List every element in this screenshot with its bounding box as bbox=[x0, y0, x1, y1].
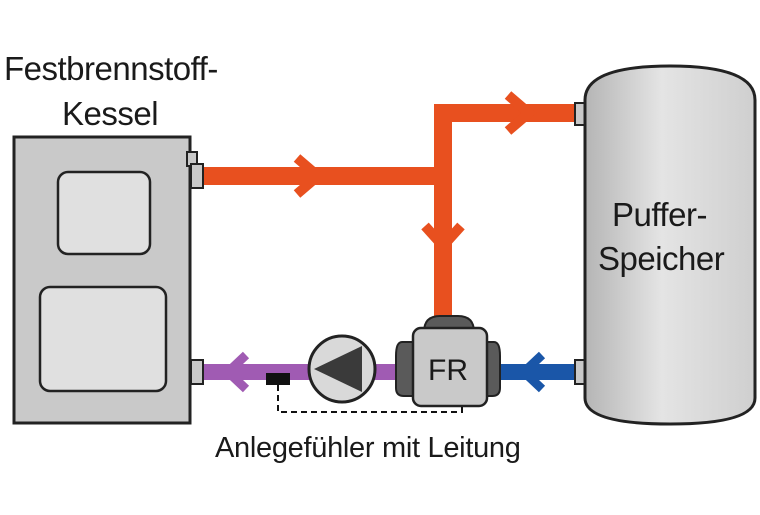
buffer-label-line1: Puffer- bbox=[612, 196, 707, 233]
surface-sensor-icon bbox=[266, 373, 463, 413]
boiler bbox=[12, 135, 204, 425]
mixing-valve-fr bbox=[395, 315, 501, 408]
flow-arrow-icon bbox=[221, 351, 250, 393]
boiler-door-lower bbox=[38, 285, 168, 393]
controller-label: FR bbox=[428, 354, 468, 387]
buffer-label-line2: Speicher bbox=[598, 240, 725, 277]
flow-arrow-icon bbox=[517, 351, 546, 393]
pump-icon bbox=[307, 334, 377, 404]
boiler-label-line1: Festbrennstoff- bbox=[4, 50, 218, 87]
sensor-caption: Anlegefühler mit Leitung bbox=[215, 432, 521, 464]
flow-arrow-icon bbox=[504, 91, 537, 135]
buffer-tank bbox=[574, 64, 757, 426]
flow-arrow-icon bbox=[293, 154, 326, 198]
supply-pipe bbox=[200, 104, 580, 324]
boiler-door-upper bbox=[56, 170, 152, 256]
flow-arrow-icon bbox=[421, 222, 465, 254]
boiler-label-line2: Kessel bbox=[62, 95, 159, 132]
